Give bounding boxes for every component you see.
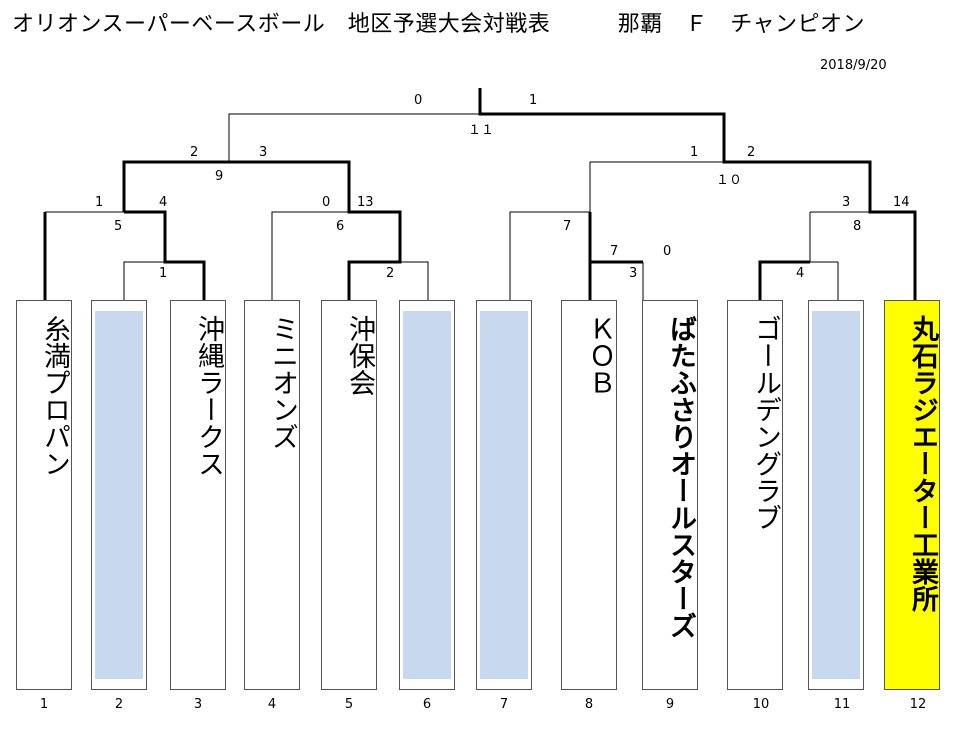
match-no-final: １１ <box>468 123 495 138</box>
score-qf3-left: 7 <box>563 219 572 234</box>
team-box-7 <box>476 300 532 690</box>
team-box-8: ＫＯＢ <box>561 300 617 690</box>
match-no-r1b: 2 <box>386 266 395 281</box>
team-name: ばたふさりオールスターズ <box>665 315 696 639</box>
match-no-r1d: 4 <box>796 266 805 281</box>
team-name: ＫＯＢ <box>584 315 615 396</box>
score-final-left: 0 <box>414 93 423 108</box>
team-box-4: ミニオンズ <box>244 300 300 690</box>
score-qf1-left: 1 <box>95 195 104 210</box>
score-sf1-left: 2 <box>190 145 199 160</box>
bye-slot <box>812 311 860 679</box>
team-number: 12 <box>909 697 927 712</box>
team-box-10: ゴールデングラブ <box>727 300 783 690</box>
team-name: 沖保会 <box>344 315 375 396</box>
match-no-qf1: 5 <box>114 219 123 234</box>
team-number: 10 <box>752 697 770 712</box>
score-qf2-right: 13 <box>357 195 374 210</box>
bracket-lines-winner <box>43 88 917 300</box>
score-r1c-left: 7 <box>610 244 619 259</box>
score-final-right: 1 <box>529 93 538 108</box>
team-number: 1 <box>39 697 49 712</box>
score-r1c-right: 0 <box>663 244 672 259</box>
bye-slot <box>403 311 451 679</box>
team-number: 2 <box>114 697 124 712</box>
team-name: 丸石ラジエーター工業所 <box>907 315 938 612</box>
team-number: 9 <box>665 697 675 712</box>
team-box-5: 沖保会 <box>321 300 377 690</box>
team-name: ミニオンズ <box>267 315 298 450</box>
match-no-qf4: 8 <box>853 219 862 234</box>
match-no-qf2: 6 <box>336 219 345 234</box>
score-sf1-right: 3 <box>259 145 268 160</box>
page-title: オリオンスーパーベースボール 地区予選大会対戦表 那覇 Ｆ チャンピオン <box>12 12 866 37</box>
match-no-sf1: 9 <box>215 169 224 184</box>
bye-slot <box>480 311 528 679</box>
score-qf2-left: 0 <box>322 195 331 210</box>
score-sf2-left: 1 <box>690 145 699 160</box>
team-box-6 <box>399 300 455 690</box>
match-no-r1a: 1 <box>159 266 168 281</box>
team-number: 8 <box>584 697 594 712</box>
match-no-sf2: １０ <box>716 173 743 188</box>
team-name: 沖縄ラークス <box>193 315 224 477</box>
score-qf4-right: 14 <box>893 195 910 210</box>
match-no-r1c: 3 <box>629 266 638 281</box>
team-box-3: 沖縄ラークス <box>170 300 226 690</box>
team-number: 5 <box>344 697 354 712</box>
team-number: 11 <box>833 697 851 712</box>
team-number: 7 <box>499 697 509 712</box>
score-qf1-right: 4 <box>159 195 168 210</box>
team-name: ゴールデングラブ <box>750 315 781 531</box>
team-number: 3 <box>193 697 203 712</box>
score-qf4-left: 3 <box>842 195 851 210</box>
team-box-11 <box>808 300 864 690</box>
bracket-lines-thin <box>45 113 915 300</box>
date-label: 2018/9/20 <box>820 58 887 73</box>
team-number: 4 <box>267 697 277 712</box>
team-name: 糸満プロパン <box>39 315 70 477</box>
team-box-1: 糸満プロパン <box>16 300 72 690</box>
bye-slot <box>95 311 143 679</box>
team-box-9: ばたふさりオールスターズ <box>642 300 698 690</box>
team-box-2 <box>91 300 147 690</box>
team-number: 6 <box>422 697 432 712</box>
score-sf2-right: 2 <box>747 145 756 160</box>
team-box-12-champion: 丸石ラジエーター工業所 <box>884 300 940 690</box>
